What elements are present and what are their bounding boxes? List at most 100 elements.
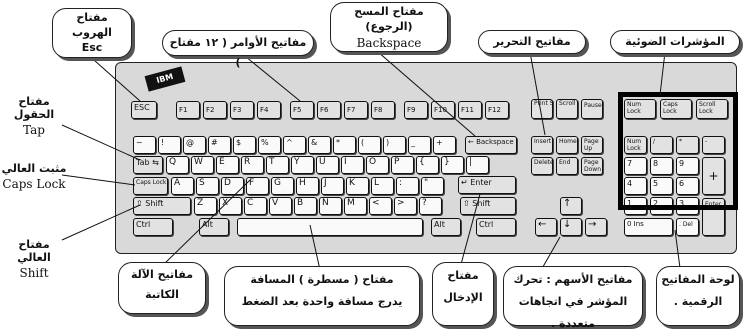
number-row-key: @ bbox=[183, 136, 206, 154]
editing-key: Insert bbox=[531, 136, 553, 154]
letter-key: ? bbox=[419, 197, 442, 215]
arrow-left-key: ← bbox=[535, 218, 557, 236]
alt-right-key: Alt bbox=[431, 218, 461, 236]
f-key: F1 bbox=[176, 101, 200, 119]
enter-key: ↵ Enter bbox=[458, 176, 516, 194]
letter-key: Z bbox=[194, 197, 217, 215]
numpad-key: 5 bbox=[650, 177, 673, 195]
numpad-key: 7 bbox=[624, 157, 647, 175]
number-row-key: ~ bbox=[133, 136, 156, 154]
letter-key: F bbox=[246, 177, 269, 195]
indicator-light: Caps Lock bbox=[660, 99, 692, 119]
letter-key: { bbox=[416, 156, 439, 174]
letter-key: V bbox=[269, 197, 292, 215]
numpad-zero-key: 0 Ins bbox=[624, 218, 673, 236]
number-row-key: $ bbox=[233, 136, 256, 154]
f-key: F12 bbox=[485, 101, 509, 119]
number-row-key: % bbox=[258, 136, 281, 154]
tab-callout: مفتاح الحقول Tap bbox=[13, 95, 55, 137]
backspace-key: ← Backspace bbox=[465, 136, 517, 154]
letter-key: > bbox=[394, 197, 417, 215]
numpad-key: 9 bbox=[676, 157, 699, 175]
space-bar-callout: مفتاح ( مسطرة ) المسافة يدرج مسافة واحدة… bbox=[224, 266, 420, 326]
backspace-callout: مفتاح المسح (الرجوع) Backspace bbox=[330, 2, 448, 52]
space-bar bbox=[237, 218, 423, 236]
number-row-key: + bbox=[433, 136, 456, 154]
esc-key: ESC bbox=[131, 101, 157, 119]
letter-key: Y bbox=[291, 156, 314, 174]
letter-key: B bbox=[294, 197, 317, 215]
tab-key: Tab ⇆ bbox=[133, 156, 163, 174]
editing-key: Page Down bbox=[581, 157, 603, 175]
f-key: F7 bbox=[344, 101, 368, 119]
f-key: F4 bbox=[257, 101, 281, 119]
numpad-callout: لوحة المفاتيح الرقمية . bbox=[656, 266, 740, 326]
f-key: F3 bbox=[230, 101, 254, 119]
letter-key: H bbox=[296, 177, 319, 195]
editing-key: Home bbox=[556, 136, 578, 154]
f-key: F11 bbox=[458, 101, 482, 119]
ctrl-left-key: Ctrl bbox=[133, 218, 173, 236]
numpad-key: 8 bbox=[650, 157, 673, 175]
number-row-key: ^ bbox=[283, 136, 306, 154]
letter-key: | bbox=[466, 156, 489, 174]
letter-key: I bbox=[341, 156, 364, 174]
f-key: F8 bbox=[371, 101, 395, 119]
number-row-key: _ bbox=[408, 136, 431, 154]
pause-key: Pause bbox=[581, 99, 603, 119]
number-row-key: & bbox=[308, 136, 331, 154]
letter-key: K bbox=[346, 177, 369, 195]
letter-key: J bbox=[321, 177, 344, 195]
arrow-keys-callout: مفاتيح الأسهم : تحرك المؤشر في اتجاهات م… bbox=[503, 266, 643, 330]
f-key: F2 bbox=[203, 101, 227, 119]
letter-key: A bbox=[171, 177, 194, 195]
number-row-key: ) bbox=[383, 136, 406, 154]
numpad-key: - bbox=[702, 136, 725, 154]
indicators-callout: المؤشرات الضوئية bbox=[610, 30, 740, 54]
numpad-key: / bbox=[650, 136, 673, 154]
letter-key: S bbox=[196, 177, 219, 195]
letter-key: X bbox=[219, 197, 242, 215]
letter-key: : bbox=[396, 177, 419, 195]
enter-callout: مفتاح الإدخال bbox=[432, 262, 494, 326]
shift-left-key: ⇧ Shift bbox=[133, 197, 191, 215]
letter-key: L bbox=[371, 177, 394, 195]
indicator-light: Scroll Lock bbox=[696, 99, 728, 119]
arrow-down-key: ↓ bbox=[560, 218, 582, 236]
numpad-plus-key: + bbox=[702, 157, 725, 195]
numpad-key: 4 bbox=[624, 177, 647, 195]
letter-key: C bbox=[244, 197, 267, 215]
letter-key: T bbox=[266, 156, 289, 174]
letter-key: P bbox=[391, 156, 414, 174]
shift-right-key: ⇧ Shift bbox=[460, 197, 516, 215]
letter-key: < bbox=[369, 197, 392, 215]
f-key: F5 bbox=[290, 101, 314, 119]
editing-key: Page Up bbox=[581, 136, 603, 154]
letter-key: G bbox=[271, 177, 294, 195]
esc-callout: مفتاح الهروب Esc bbox=[52, 8, 132, 58]
number-row-key: ! bbox=[158, 136, 181, 154]
arrow-up-key: ↑ bbox=[560, 197, 582, 215]
shift-callout: مفتاح العالي Shift bbox=[17, 238, 51, 280]
function-keys-callout: مفاتيح الأوامر ( ١٢ مفتاح ) bbox=[162, 30, 314, 69]
letter-key: N bbox=[319, 197, 342, 215]
letter-key: W bbox=[191, 156, 214, 174]
number-row-key: * bbox=[333, 136, 356, 154]
f-key: F9 bbox=[404, 101, 428, 119]
letter-key: R bbox=[241, 156, 264, 174]
letter-key: U bbox=[316, 156, 339, 174]
typewriter-keys-callout: مفاتيح الآلة الكاتبة bbox=[118, 262, 206, 314]
numpad-highlight-frame bbox=[618, 92, 738, 210]
arrow-right-key: → bbox=[585, 218, 607, 236]
numpad-key: * bbox=[676, 136, 699, 154]
letter-key: " bbox=[421, 177, 444, 195]
scroll-lock-key: Scroll Lock bbox=[556, 99, 578, 119]
f-key: F10 bbox=[431, 101, 455, 119]
letter-key: } bbox=[441, 156, 464, 174]
indicator-light: Num Lock bbox=[624, 99, 656, 119]
letter-key: Q bbox=[166, 156, 189, 174]
editing-key: End bbox=[556, 157, 578, 175]
caps-lock-callout: مثبت العالي Caps Lock bbox=[1, 162, 67, 191]
letter-key: M bbox=[344, 197, 367, 215]
